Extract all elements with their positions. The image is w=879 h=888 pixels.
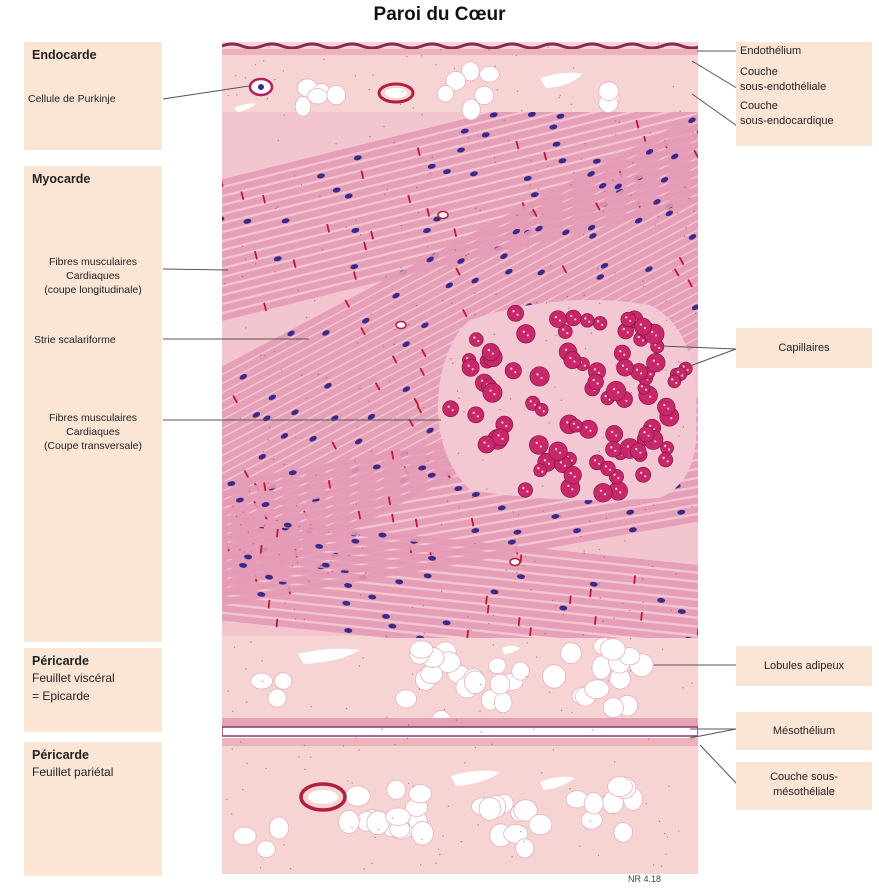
endocarde-header: Endocarde	[32, 48, 97, 62]
purkinje-cell	[248, 77, 274, 97]
label-fibres-trans-line2: Cardiaques	[66, 426, 120, 438]
myocarde-header: Myocarde	[32, 172, 91, 186]
label-sous-endocard-line1: Couche	[740, 100, 778, 112]
label-fibres-trans-line1: Fibres musculaires	[48, 412, 138, 424]
label-capillaires: Capillaires	[778, 342, 830, 354]
parietal-layer	[222, 744, 698, 874]
pericarde-visceral-line2: Feuillet viscéral	[32, 671, 115, 685]
label-lobules: Lobules adipeux	[763, 660, 845, 672]
label-fibres-trans-line3: (Coupe transversale)	[43, 440, 143, 452]
pericarde-parietal-line2: Feuillet pariétal	[32, 765, 114, 779]
capillaires-box: Capillaires	[736, 328, 872, 368]
label-sous-endocard-line2: sous-endocardique	[740, 115, 834, 127]
endocarde-box: Endocarde	[24, 42, 162, 150]
lobules-box: Lobules adipeux	[736, 646, 872, 686]
pericarde-visceral-box: Péricarde Feuillet viscéral = Epicarde	[24, 648, 162, 732]
label-fibres-long-line1: Fibres musculaires	[48, 256, 138, 268]
label-sous-meso-line1: Couche sous-	[770, 771, 838, 783]
label-fibres-transversale: Fibres musculaires Cardiaques (Coupe tra…	[22, 411, 164, 453]
label-sous-endo-line1: Couche	[740, 66, 778, 78]
myocarde-box: Myocarde	[24, 166, 162, 642]
label-purkinje: Cellule de Purkinje	[28, 93, 116, 105]
pericarde-parietal-header: Péricarde	[32, 748, 89, 762]
mesothelium-band	[222, 726, 698, 737]
mesothelium-box: Mésothélium	[736, 712, 872, 750]
page-title: Paroi du Cœur	[373, 4, 506, 25]
leader-lines	[162, 50, 741, 786]
pericarde-visceral-header: Péricarde	[32, 654, 89, 668]
vessel-endocarde	[377, 82, 415, 104]
endocarde-right-box: Endothélium Couche sous-endothéliale Cou…	[736, 42, 872, 146]
pericarde-visceral-line3: = Epicarde	[32, 689, 90, 703]
label-fibres-long-line3: (coupe longitudinale)	[44, 284, 142, 296]
label-endothelium: Endothélium	[740, 45, 802, 57]
sous-meso-box: Couche sous- mésothéliale	[736, 762, 872, 810]
label-mesothelium: Mésothélium	[772, 725, 836, 737]
label-fibres-long-line2: Cardiaques	[66, 270, 120, 282]
label-sous-endo-line2: sous-endothéliale	[740, 81, 827, 93]
label-sous-meso-line2: mésothéliale	[773, 786, 835, 798]
label-strie: Strie scalariforme	[34, 334, 116, 346]
endothelium-line	[222, 42, 698, 50]
signature: NR 4.18	[628, 874, 662, 884]
pericarde-parietal-box: Péricarde Feuillet pariétal	[24, 742, 162, 876]
adipose-lobules	[232, 61, 654, 859]
label-fibres-longitudinale: Fibres musculaires Cardiaques (coupe lon…	[22, 255, 164, 297]
vessel-parietal	[299, 782, 347, 812]
capillary-cluster	[438, 300, 697, 503]
